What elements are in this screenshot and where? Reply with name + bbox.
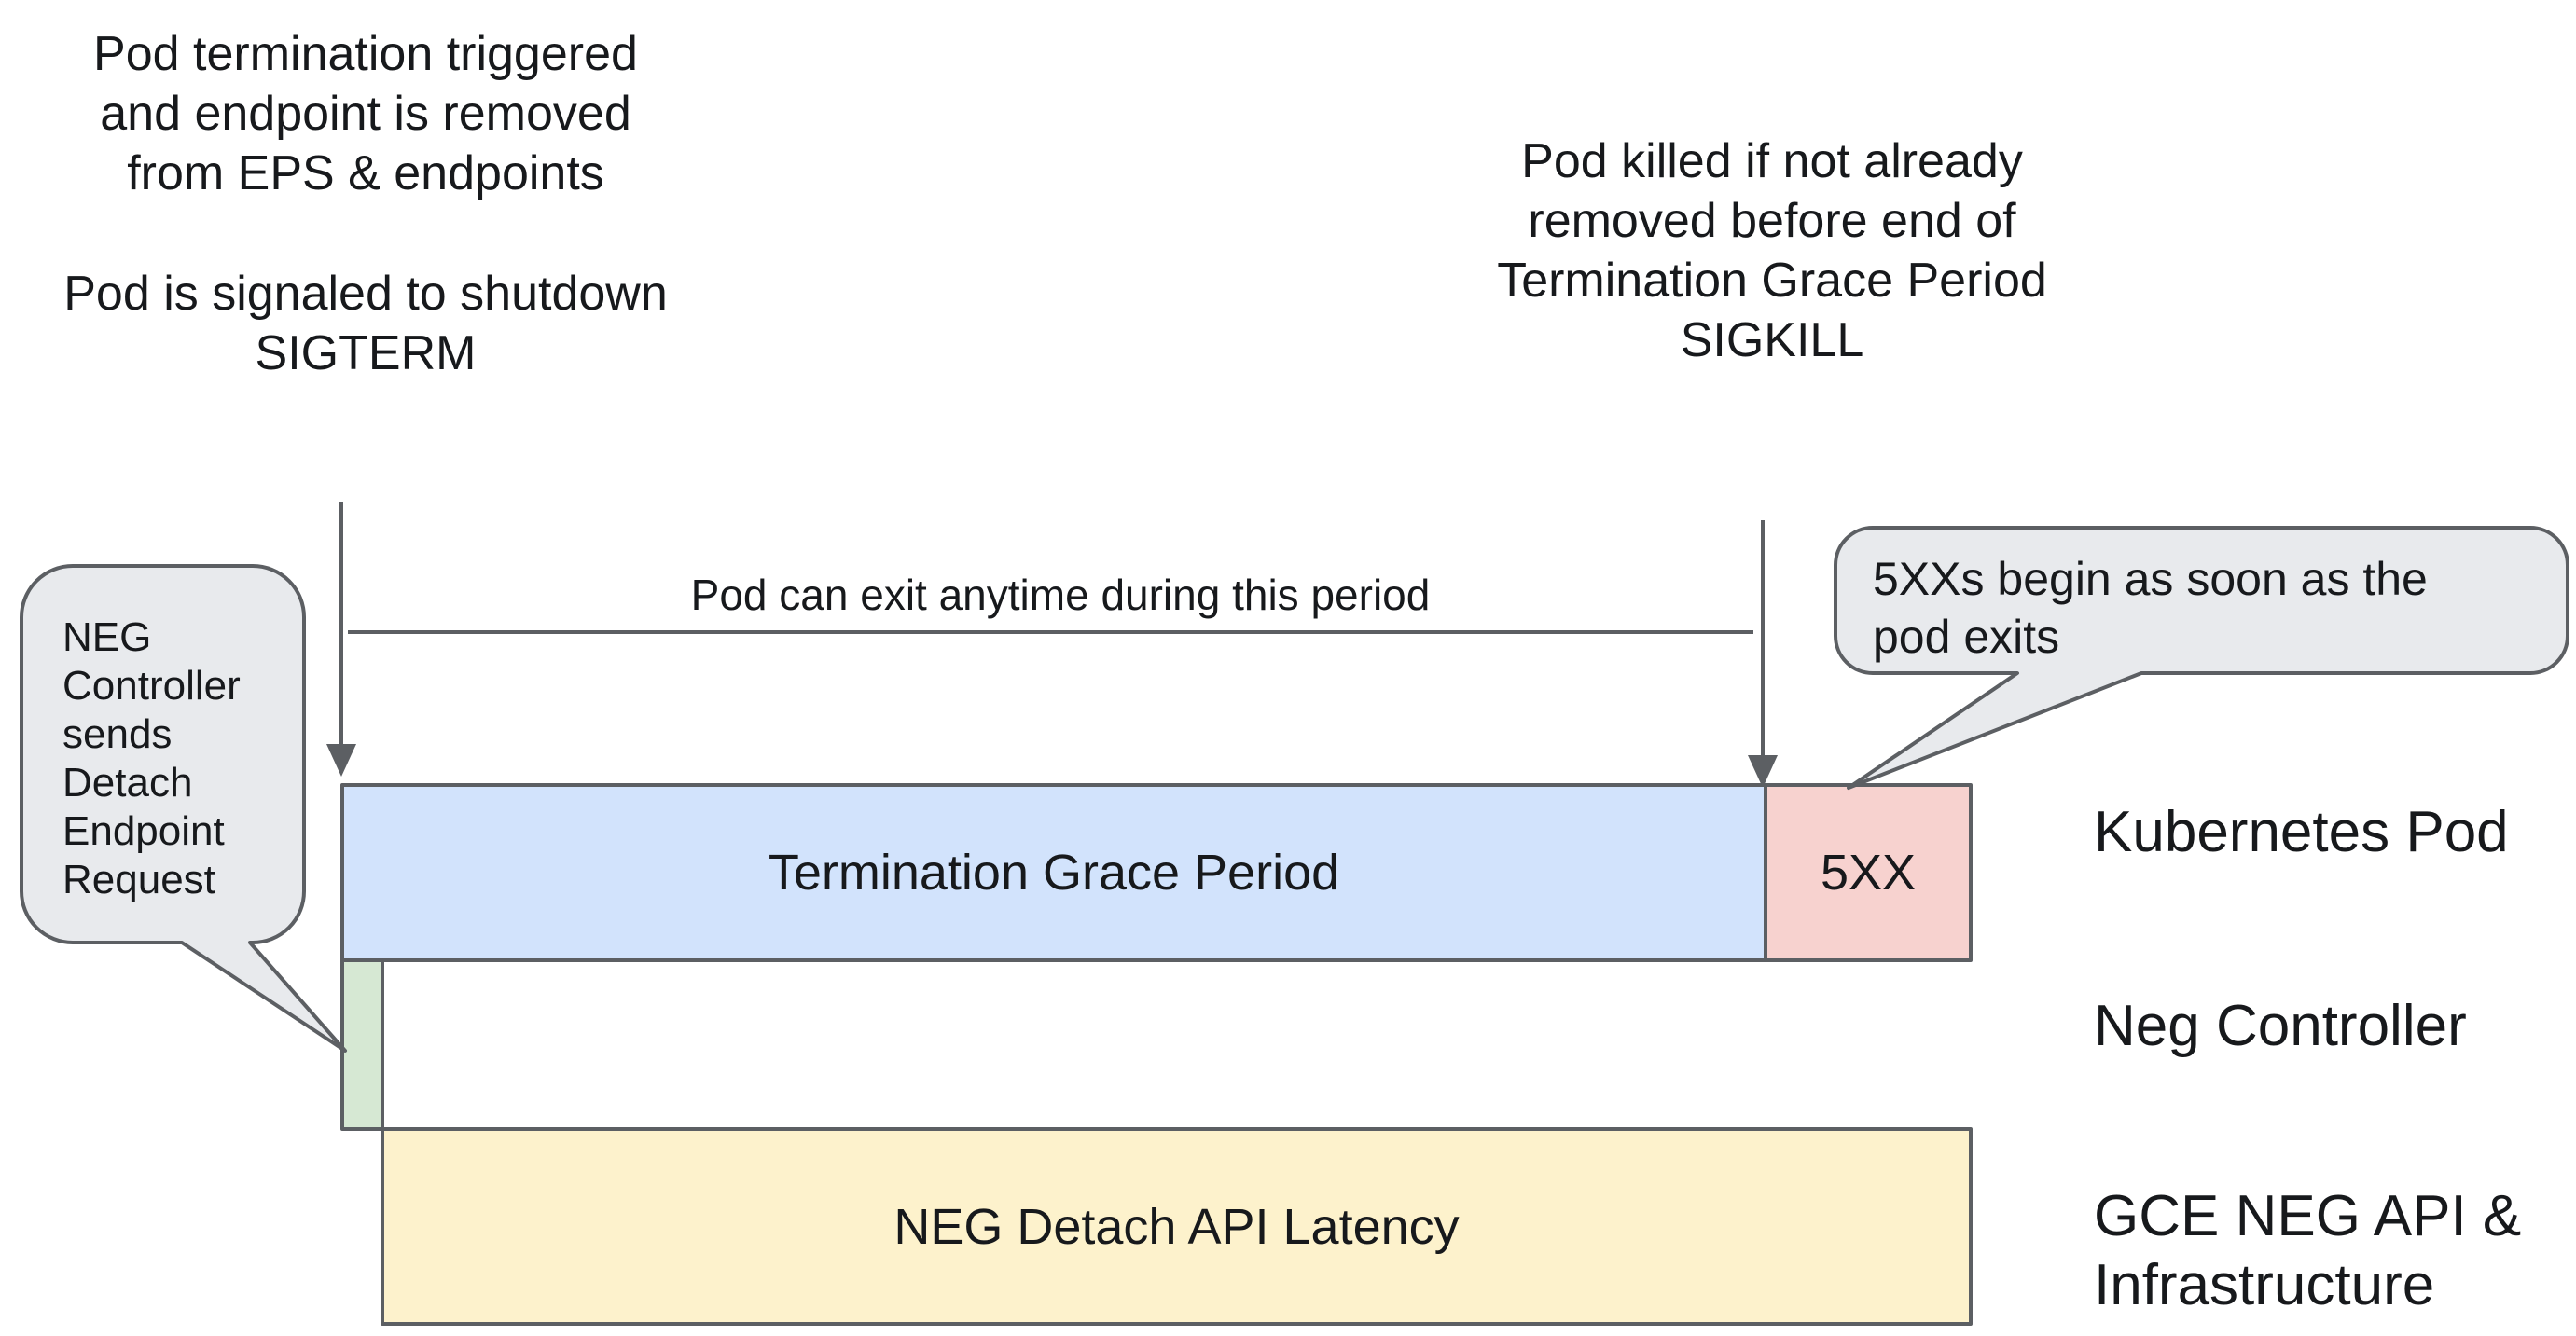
callout-neg-controller-line: Detach [62,760,193,806]
callout-neg-controller-line: sends [62,711,173,757]
note-sigkill-line: Pod killed if not already [1521,134,2023,188]
note-sigkill: Pod killed if not already removed before… [1399,131,2145,370]
lane-label-neg-controller: Neg Controller [2094,994,2467,1058]
bar-detach-endpoint-request [340,958,384,1131]
lane-label-kubernetes-pod: Kubernetes Pod [2094,800,2509,864]
bar-label-neg-detach-api-latency: NEG Detach API Latency [893,1198,1460,1255]
bar-5xx [1764,783,1973,962]
callout-5xx-line: 5XXs begin as soon as the [1873,553,2428,605]
note-pod-termination: Pod termination triggered and endpoint i… [0,24,739,203]
note-sigkill-line: SIGKILL [1680,313,1864,367]
note-pod-termination-line: from EPS & endpoints [127,146,604,200]
callout-neg-controller-line: Request [62,857,215,902]
callout-bubble-5xx [1834,526,2569,790]
callout-text-neg-controller: NEG Controller sends Detach Endpoint Req… [62,613,241,904]
callout-neg-controller-line: NEG [62,614,152,660]
callout-neg-controller-line: Controller [62,663,241,709]
note-pod-termination-line: Pod termination triggered [93,27,638,81]
sigkill-event-arrowhead-icon [1748,755,1778,788]
callout-text-5xx: 5XXs begin as soon as the pod exits [1873,550,2428,666]
callout-neg-controller-line: Endpoint [62,808,225,854]
lane-label-gce-neg-api-line: GCE NEG API & [2094,1184,2522,1248]
bar-label-termination-grace-period: Termination Grace Period [768,845,1340,901]
note-sigkill-line: removed before end of [1528,194,2016,248]
lane-label-gce-neg-api-line: Infrastructure [2094,1253,2435,1317]
note-pod-termination-line: and endpoint is removed [100,87,631,141]
callout-bubble-neg-controller [20,564,347,1053]
bar-termination-grace-period [340,783,1767,962]
callout-5xx-line: pod exits [1873,611,2060,663]
bar-label-5xx: 5XX [1820,845,1917,901]
note-sigkill-line: Termination Grace Period [1497,254,2047,308]
note-sigterm-line: Pod is signaled to shutdown [63,267,668,321]
bar-neg-detach-api-latency [381,1127,1973,1326]
lane-label-gce-neg-api: GCE NEG API & Infrastructure [2094,1182,2521,1320]
sigterm-event-arrowhead-icon [326,744,356,777]
exit-window-label: Pod can exit anytime during this period [690,571,1431,619]
note-sigterm-line: SIGTERM [255,326,477,380]
note-sigterm: Pod is signaled to shutdown SIGTERM [0,264,739,383]
